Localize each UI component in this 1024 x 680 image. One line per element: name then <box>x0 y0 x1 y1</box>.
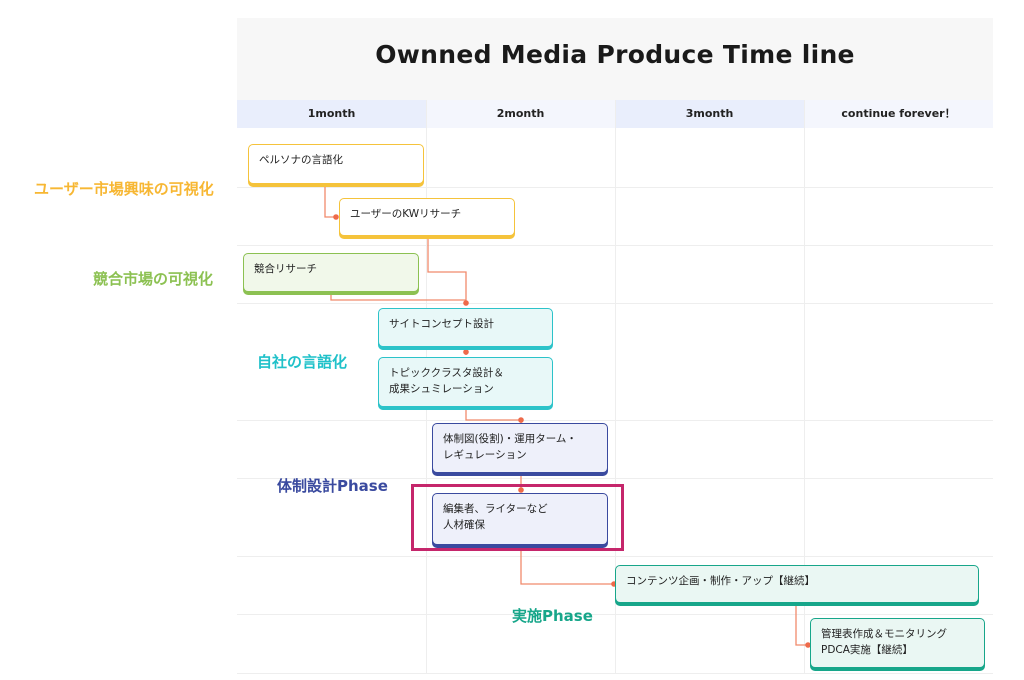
column-header-2: 2month <box>426 100 615 128</box>
grid-line <box>237 420 993 421</box>
task-label: トピッククラスタ設計＆ 成果シュミレーション <box>389 367 504 395</box>
task-staffing[interactable]: 編集者、ライターなど 人材確保 <box>432 493 608 545</box>
lane-label-own-verbalization: 自社の言語化 <box>257 353 348 371</box>
title-band <box>237 18 993 100</box>
grid-line <box>237 187 993 188</box>
task-label: ユーザーのKWリサーチ <box>350 208 462 220</box>
task-label: 管理表作成＆モニタリング PDCA実施【継続】 <box>821 628 947 656</box>
grid-line <box>237 556 993 557</box>
lane-label-structure-phase: 体制設計Phase <box>277 477 388 495</box>
task-label: サイトコンセプト設計 <box>389 318 494 330</box>
lane-label-user-market: ユーザー市場興味の可視化 <box>34 180 214 198</box>
task-label: 体制図(役割)・運用ターム・ レギュレーション <box>443 433 577 461</box>
task-site-concept[interactable]: サイトコンセプト設計 <box>378 308 553 347</box>
column-header-1: 1month <box>237 100 426 128</box>
grid-line <box>237 303 993 304</box>
grid-line <box>237 614 993 615</box>
task-label: 競合リサーチ <box>254 263 317 275</box>
task-monitoring[interactable]: 管理表作成＆モニタリング PDCA実施【継続】 <box>810 618 985 668</box>
task-content-production[interactable]: コンテンツ企画・制作・アップ【継続】 <box>615 565 979 603</box>
task-user-kw-research[interactable]: ユーザーのKWリサーチ <box>339 198 515 236</box>
lane-label-execution-phase: 実施Phase <box>512 607 593 625</box>
task-competitor-research[interactable]: 競合リサーチ <box>243 253 419 292</box>
grid-line <box>615 100 616 674</box>
grid-line <box>237 478 993 479</box>
grid-line <box>237 673 993 674</box>
highlight-frame <box>411 484 624 551</box>
lane-label-competitor-market: 競合市場の可視化 <box>93 270 214 288</box>
task-org-chart[interactable]: 体制図(役割)・運用ターム・ レギュレーション <box>432 423 608 473</box>
column-header-3: 3month <box>615 100 804 128</box>
task-label: コンテンツ企画・制作・アップ【継続】 <box>626 575 815 587</box>
task-persona[interactable]: ペルソナの言語化 <box>248 144 424 184</box>
task-label: 編集者、ライターなど 人材確保 <box>443 503 548 531</box>
column-header-4: continue forever！ <box>804 100 993 128</box>
diagram-title: Ownned Media Produce Time line <box>375 40 855 69</box>
grid-line <box>237 245 993 246</box>
grid-line <box>804 100 805 674</box>
task-label: ペルソナの言語化 <box>259 154 343 166</box>
task-topic-cluster[interactable]: トピッククラスタ設計＆ 成果シュミレーション <box>378 357 553 407</box>
